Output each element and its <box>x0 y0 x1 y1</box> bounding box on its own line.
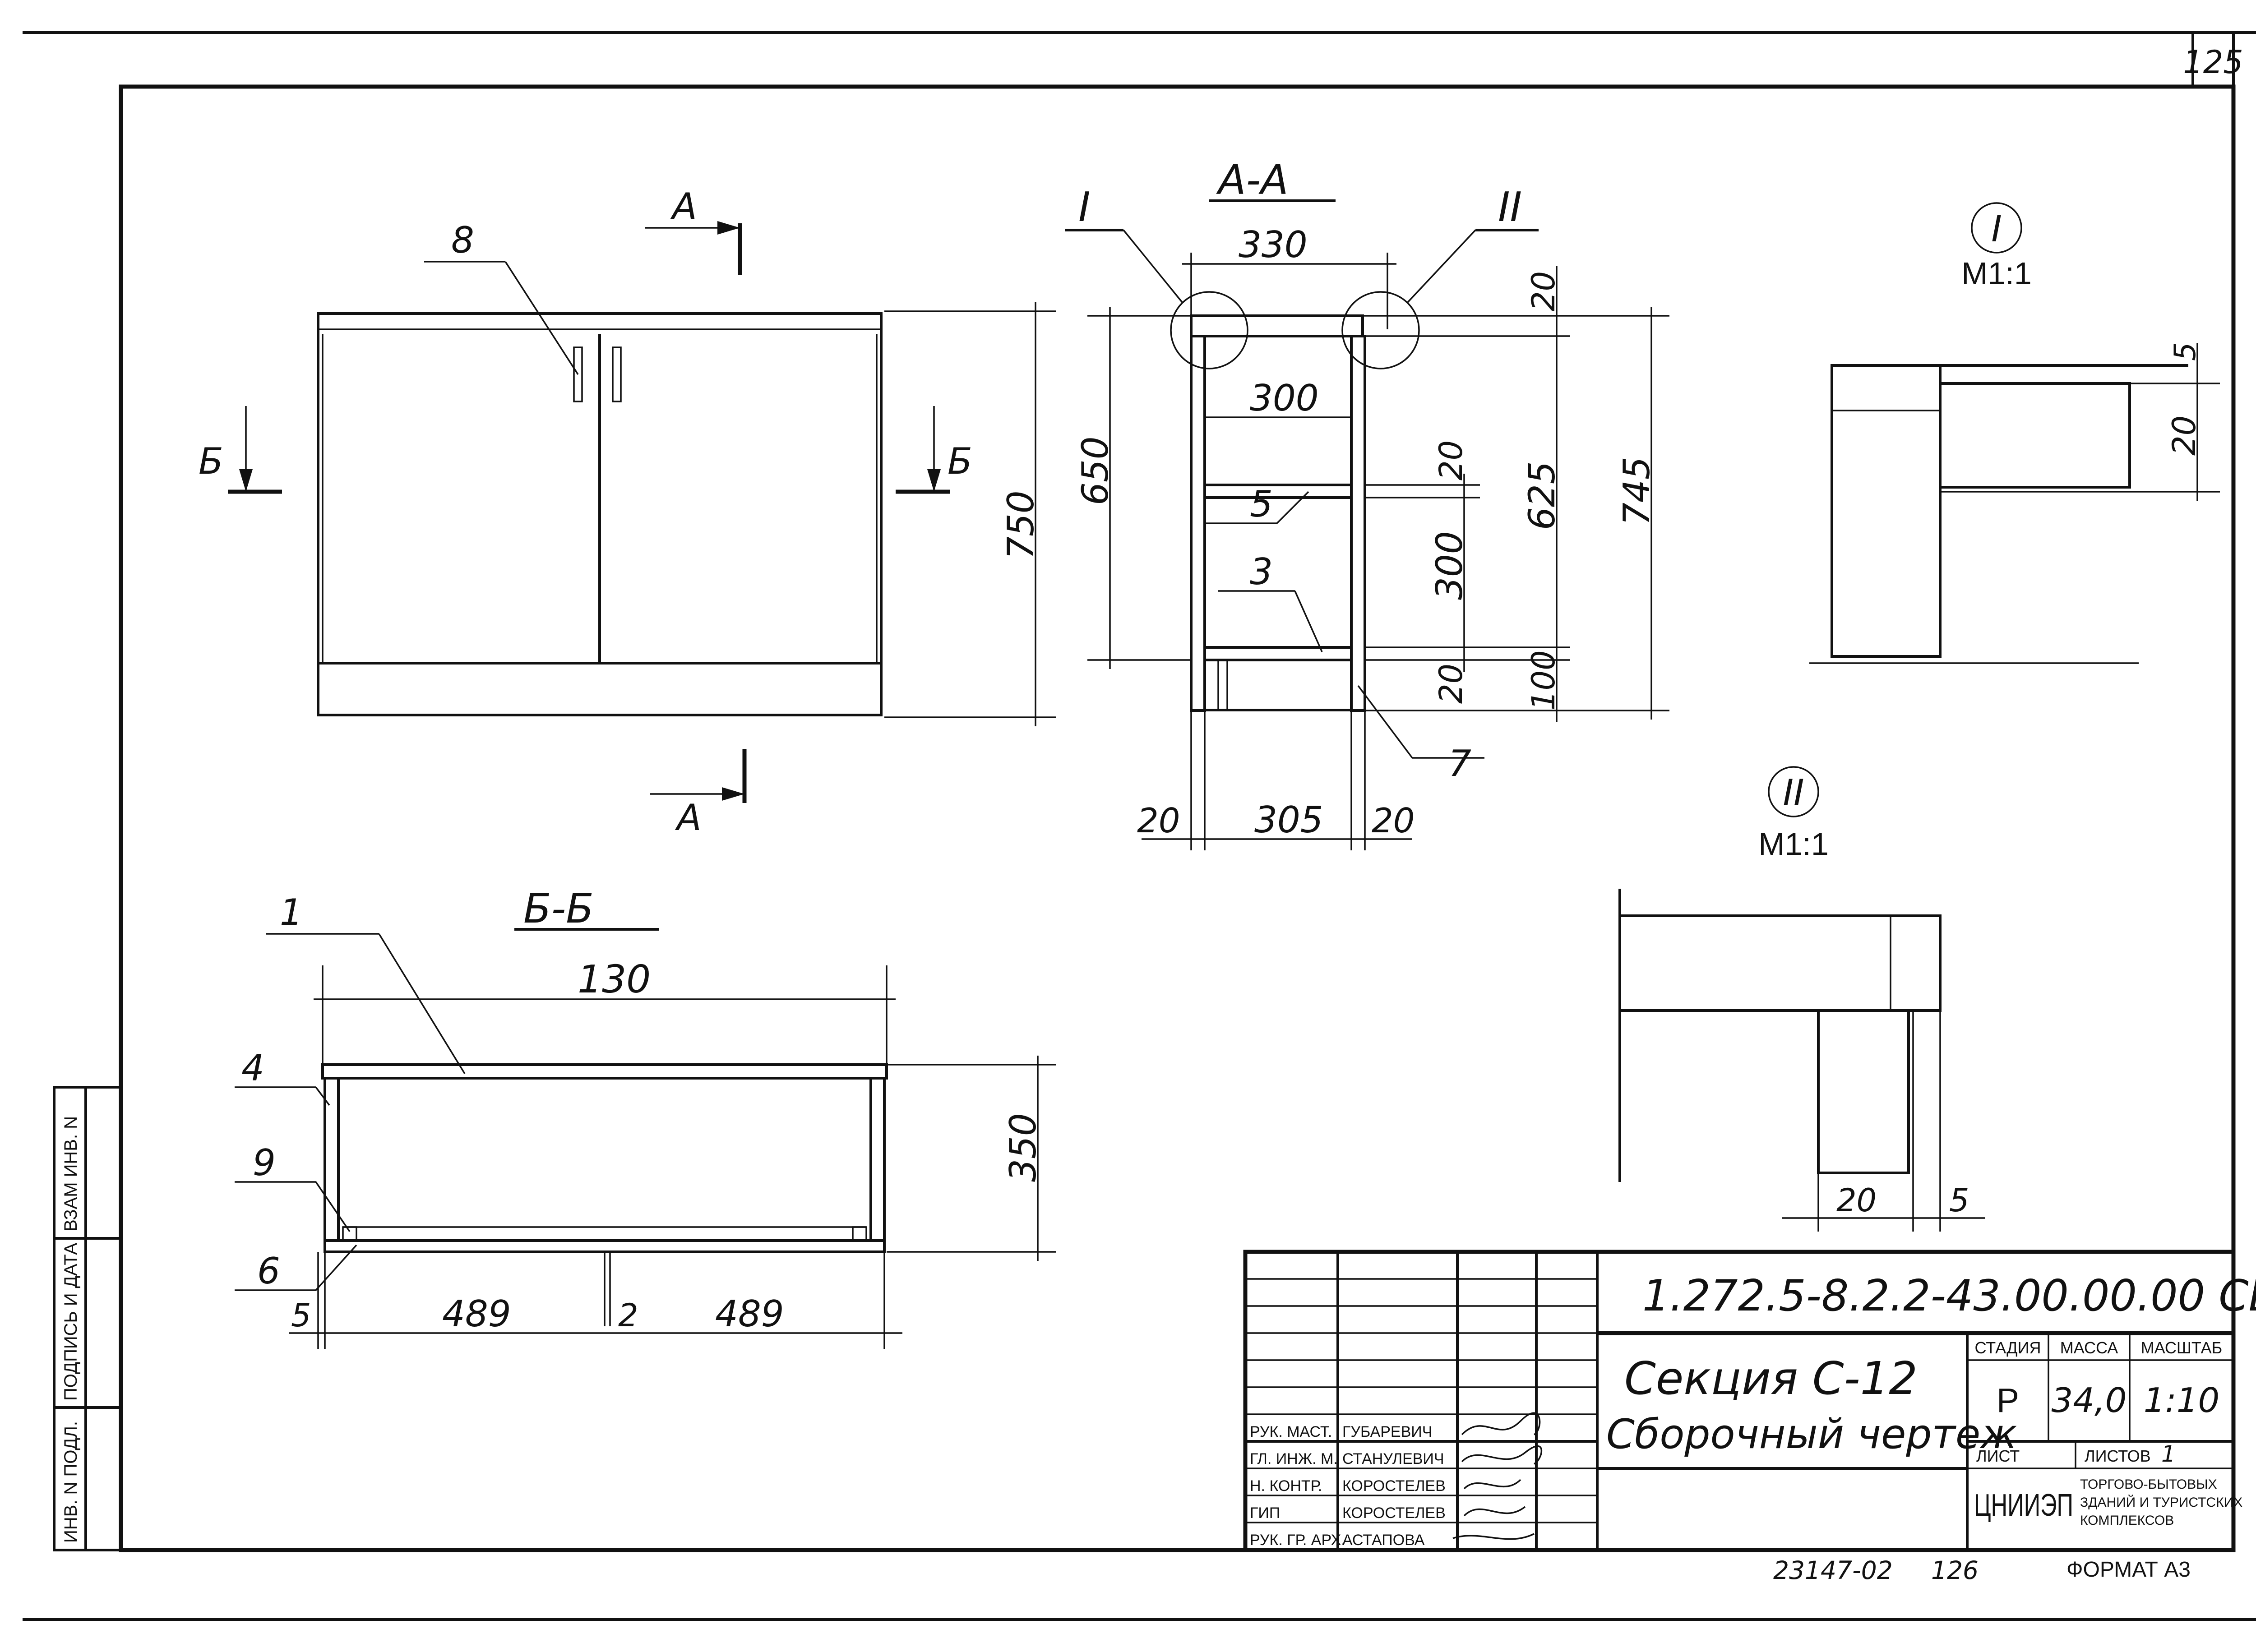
sheet-format: ФОРМАТ А3 <box>2066 1558 2191 1582</box>
section-b-b: Б-Б 130 350 1 4 9 6 <box>235 885 1056 1349</box>
cut-a-bottom: А <box>675 797 702 839</box>
detail-1-scale: М1:1 <box>1961 256 2032 291</box>
dim-745: 745 <box>1616 457 1658 526</box>
sheet-number: 125 <box>2183 44 2243 81</box>
dim-305: 305 <box>1254 799 1323 841</box>
detail-2-scale: М1:1 <box>1758 826 1829 862</box>
dim-130: 130 <box>578 957 651 1002</box>
detail-1-dim-5: 5 <box>2168 342 2202 361</box>
org-line-3: КОМПЛЕКСОВ <box>2080 1513 2174 1528</box>
dim-100: 100 <box>1525 650 1562 711</box>
detail-2-dim-20: 20 <box>1836 1182 1877 1219</box>
staff-name: КОРОСТЕЛЕВ <box>1342 1477 1446 1495</box>
footer-number: 23147-02 <box>1773 1556 1893 1585</box>
door-handle-right <box>612 346 622 402</box>
org-logo: ЦНИИЭП <box>1974 1487 2073 1523</box>
cut-b-right: Б <box>948 440 972 482</box>
stamp-podpis: ПОДПИСЬ И ДАТА <box>61 1243 81 1401</box>
node-2-label: II <box>1498 184 1522 231</box>
front-view: 8 А А Б Б 750 <box>199 185 1056 839</box>
staff-name: АСТАПОВА <box>1342 1532 1425 1549</box>
detail-1: I М1:1 5 20 <box>1809 202 2220 664</box>
stamp-vzam: ВЗАМ ИНВ. N <box>61 1116 81 1232</box>
stage-value: Р <box>1997 1381 2019 1419</box>
door-handle-left <box>573 346 583 402</box>
sheet-frame: 1 2 5 <box>23 31 2256 1621</box>
node-circle-1 <box>1170 291 1248 369</box>
org-line-1: ТОРГОВО-БЫТОВЫХ <box>2080 1477 2217 1492</box>
scale-value: 1:10 <box>2144 1380 2219 1420</box>
sheets-value: 1 <box>2161 1441 2176 1467</box>
callout-4: 4 <box>241 1047 264 1089</box>
staff-role: Н. КОНТР. <box>1250 1477 1322 1495</box>
dim-750: 750 <box>1000 490 1042 559</box>
staff-role: РУК. МАСТ. <box>1250 1423 1332 1440</box>
staff-name: КОРОСТЕЛЕВ <box>1342 1504 1446 1522</box>
scale-label: МАСШТАБ <box>2141 1338 2223 1357</box>
org-line-2: ЗДАНИЙ И ТУРИСТСКИХ <box>2080 1495 2242 1510</box>
detail-1-label: I <box>1991 208 2002 250</box>
mass-value: 34,0 <box>2052 1380 2127 1420</box>
detail-2-label: II <box>1783 772 1804 814</box>
dim-5-bb: 5 <box>291 1297 311 1334</box>
dim-20-side-right: 20 <box>1372 801 1415 840</box>
mass-label: МАССА <box>2060 1338 2118 1357</box>
footer-page: 126 <box>1931 1556 1979 1585</box>
callout-7: 7 <box>1448 743 1471 784</box>
drawing-title-1: Секция С-12 <box>1624 1352 1918 1405</box>
section-aa-title: А-А <box>1216 157 1289 204</box>
dim-330: 330 <box>1239 224 1308 266</box>
signatures <box>1452 1412 1542 1540</box>
dim-489-left: 489 <box>442 1293 511 1335</box>
dim-20-top: 20 <box>1525 271 1562 311</box>
dim-300-gap: 300 <box>1428 531 1470 600</box>
dim-650: 650 <box>1074 436 1116 505</box>
staff-role: РУК. ГР. АРХ. <box>1250 1532 1345 1549</box>
sheet-label: ЛИСТ <box>1976 1447 2020 1465</box>
staff-role: ГИП <box>1250 1504 1280 1522</box>
dim-489-right: 489 <box>715 1293 784 1335</box>
callout-5: 5 <box>1250 483 1273 525</box>
margin-stamp: ИНВ. N ПОДЛ. ПОДПИСЬ И ДАТА ВЗАМ ИНВ. N <box>53 1086 123 1551</box>
detail-2-dim-5: 5 <box>1949 1182 1969 1219</box>
drawing-title-2: Сборочный чертеж <box>1606 1411 2017 1458</box>
title-block: 1.272.5-8.2.2-43.00.00.00 СБ Секция С-12… <box>1243 1250 2256 1585</box>
callout-3: 3 <box>1250 551 1273 593</box>
stamp-inv-podl: ИНВ. N ПОДЛ. <box>61 1421 81 1543</box>
callout-1: 1 <box>280 891 303 933</box>
dim-350: 350 <box>1002 1113 1044 1182</box>
dim-20-side-left: 20 <box>1137 801 1180 840</box>
detail-2: II М1:1 20 5 <box>1618 766 1985 1232</box>
sheets-label: ЛИСТОВ <box>2085 1447 2151 1465</box>
callout-9: 9 <box>253 1142 276 1184</box>
dim-625: 625 <box>1521 461 1563 530</box>
cut-b-left: Б <box>199 440 223 482</box>
callout-8: 8 <box>451 219 474 261</box>
staff-name: ГУБАРЕВИЧ <box>1342 1423 1432 1440</box>
drawing-code: 1.272.5-8.2.2-43.00.00.00 СБ <box>1642 1271 2256 1321</box>
node-circle-2 <box>1341 291 1420 369</box>
stage-label: СТАДИЯ <box>1974 1338 2041 1357</box>
section-a-a: А-А I II 330 300 650 <box>1065 157 1669 850</box>
node-1-label: I <box>1078 184 1091 231</box>
staff-name: СТАНУЛЕВИЧ <box>1342 1450 1444 1467</box>
dim-20-bottom: 20 <box>1433 664 1470 704</box>
callout-6: 6 <box>257 1250 280 1292</box>
dim-2: 2 <box>618 1297 638 1334</box>
detail-1-dim-20: 20 <box>2166 415 2203 456</box>
cut-a-top: А <box>670 185 697 227</box>
dim-20-shelf: 20 <box>1433 440 1470 480</box>
dim-300-width: 300 <box>1250 377 1319 419</box>
staff-role: ГЛ. ИНЖ. М. <box>1250 1450 1338 1467</box>
section-bb-title: Б-Б <box>523 885 594 932</box>
